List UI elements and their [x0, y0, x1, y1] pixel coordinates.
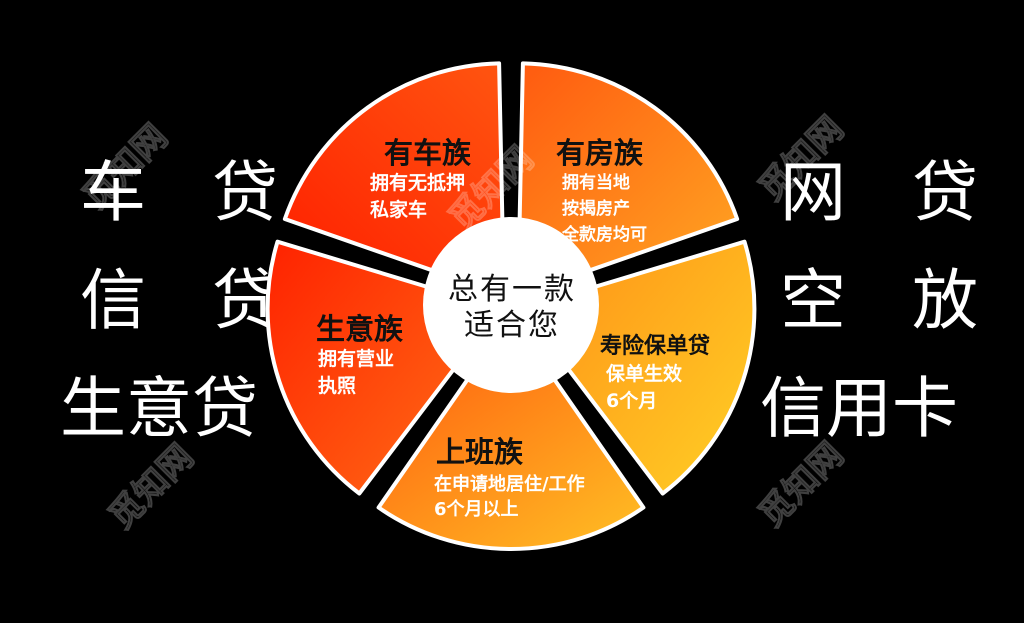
- right-item-credit-card: 信用卡: [760, 370, 958, 447]
- left-item-credit-loan: 信 贷: [80, 262, 278, 339]
- right-item-online-loan: 网 贷: [780, 154, 978, 231]
- segment-desc-line: 在申请地居住/工作: [434, 474, 585, 495]
- segment-desc-line: 全款房均可: [562, 225, 647, 245]
- center-slogan-line1: 总有一款: [448, 272, 576, 307]
- left-item-car-loan: 车 贷: [80, 154, 278, 231]
- center-slogan-line2: 适合您: [464, 308, 560, 343]
- segment-title: 上班族: [436, 435, 524, 469]
- segment-desc-line: 按揭房产: [562, 199, 630, 219]
- segment-car-owners: 有车族 拥有无抵押 私家车: [370, 136, 471, 224]
- segment-title: 有房族: [556, 136, 644, 170]
- segment-desc-line: 6个月: [606, 390, 658, 412]
- segment-desc-line: 执照: [318, 375, 357, 397]
- segment-desc-line: 6个月以上: [434, 499, 519, 520]
- segment-desc-line: 私家车: [370, 199, 428, 221]
- segment-home-owners: 有房族 拥有当地 按揭房产 全款房均可: [556, 136, 647, 248]
- segment-salaried-workers: 上班族 在申请地居住/工作 6个月以上: [434, 432, 585, 522]
- segment-insurance-policy-loan: 寿险保单贷 保单生效 6个月: [600, 333, 710, 415]
- segment-desc-line: 保单生效: [606, 363, 683, 385]
- left-item-business-loan: 生意贷: [60, 370, 258, 447]
- segment-title: 有车族: [384, 136, 472, 170]
- segment-desc-line: 拥有当地: [562, 173, 630, 193]
- center-circle: [423, 217, 599, 393]
- right-item-bridge-loan: 空 放: [780, 262, 978, 339]
- segment-title: 寿险保单贷: [600, 334, 711, 359]
- segment-title: 生意族: [316, 312, 404, 346]
- segment-desc-line: 拥有营业: [318, 348, 395, 370]
- center-slogan: 总有一款 适合您: [423, 272, 601, 344]
- segment-business-owners: 生意族 拥有营业 执照: [316, 312, 403, 400]
- segment-desc-line: 拥有无抵押: [370, 172, 466, 194]
